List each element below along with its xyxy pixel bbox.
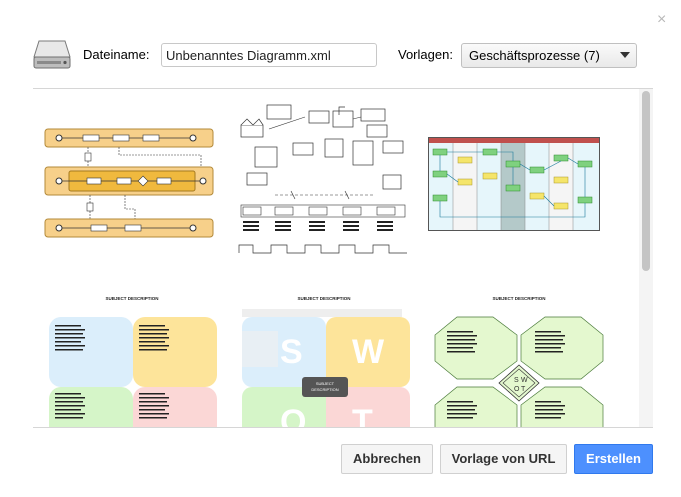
swot-letter-t: T: [352, 403, 373, 428]
template-thumbnail-swot-octagons[interactable]: SUBJECT DESCRIPTION S W O T: [431, 291, 607, 428]
swot-badge-line-2: DESCRIPTION: [311, 387, 338, 392]
cancel-button[interactable]: Abbrechen: [341, 444, 433, 474]
octagon-letter-o: O: [514, 386, 520, 393]
octagon-letter-s: S: [514, 377, 519, 384]
filename-input[interactable]: [161, 43, 377, 67]
templates-select[interactable]: Geschäftsprozesse (7): [461, 43, 637, 68]
chevron-down-icon: [620, 52, 630, 58]
swot-letter-s: S: [280, 333, 303, 371]
swot-letter-o: O: [280, 403, 306, 428]
template-caption: SUBJECT DESCRIPTION: [105, 296, 158, 301]
gallery-scrollbar[interactable]: [639, 89, 653, 427]
template-gallery: SUBJECT DESCRIPTION SUBJECT DESCRIPTION …: [33, 88, 653, 428]
template-caption: SUBJECT DESCRIPTION: [297, 296, 350, 301]
octagon-letter-t: T: [521, 386, 526, 393]
template-thumbnail-bpmn[interactable]: [43, 125, 215, 245]
swot-badge-line-1: SUBJECT: [316, 381, 335, 386]
close-icon[interactable]: ×: [657, 11, 667, 28]
hard-drive-icon: [33, 40, 71, 69]
template-thumbnail-swot[interactable]: SUBJECT DESCRIPTION S W O T SUBJECT DESC…: [236, 291, 412, 428]
gallery-scrollbar-thumb[interactable]: [642, 91, 650, 271]
template-caption: SUBJECT DESCRIPTION: [492, 296, 545, 301]
template-thumbnail-supply-chain[interactable]: [235, 103, 411, 263]
filename-label: Dateiname:: [83, 47, 150, 62]
swot-letter-w: W: [352, 333, 385, 371]
template-thumbnail-swimlanes[interactable]: [428, 137, 600, 231]
templates-label: Vorlagen:: [398, 47, 453, 62]
octagon-letter-w: W: [521, 377, 528, 384]
template-from-url-button[interactable]: Vorlage von URL: [440, 444, 567, 474]
template-thumbnail-quadrants[interactable]: SUBJECT DESCRIPTION: [45, 291, 219, 428]
templates-select-value: Geschäftsprozesse (7): [469, 48, 600, 63]
create-button[interactable]: Erstellen: [574, 444, 653, 474]
